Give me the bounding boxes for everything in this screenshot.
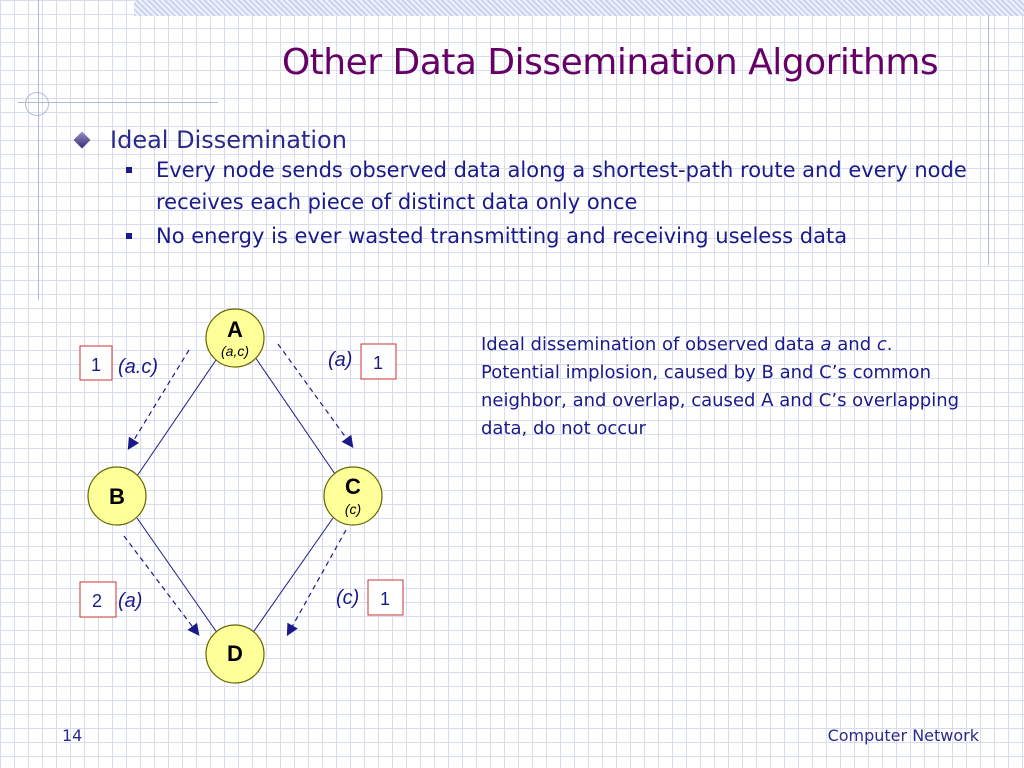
count-a-c: 1 [373,353,383,373]
count-a-b: 1 [91,355,101,375]
label-a-c: (a) [328,349,352,371]
caption-text-2: . Potential implosion, caused by B and C… [481,334,960,439]
bullet-item: Every node sends observed data along a s… [122,154,982,218]
bullet-heading: Ideal Dissemination [72,126,982,154]
node-a: A (a,c) [205,308,265,368]
square-bullet-icon [126,167,132,173]
node-b: B [87,466,147,526]
square-bullet-icon [126,233,132,239]
label-c-d: (c) [336,587,359,609]
node-b-label: B [109,484,125,509]
arrow-c-to-d [286,529,347,637]
bullet-item-text: No energy is ever wasted transmitting an… [156,224,848,248]
deco-vertical-line [38,0,39,300]
edge-a-b [136,356,219,477]
course-name: Computer Network [827,726,979,745]
bullet-item-text: Every node sends observed data along a s… [156,158,967,214]
bullet-item: No energy is ever wasted transmitting an… [122,220,982,252]
node-d: D [205,624,265,684]
count-b-d: 2 [92,591,102,611]
stippled-top-right-band [134,0,1024,16]
caption-var-a: a [820,334,832,355]
deco-horizontal-line [18,102,218,103]
node-d-label: D [227,641,243,666]
diagram-caption: Ideal dissemination of observed data a a… [481,331,961,443]
edge-a-c [254,356,336,475]
node-c-label: C [345,474,361,499]
bullet-heading-text: Ideal Dissemination [110,126,347,154]
count-c-d: 1 [380,589,390,609]
arrow-a-to-c [277,343,354,448]
count-box-a-b [79,345,113,381]
caption-var-c: c [876,334,887,355]
node-a-data: (a,c) [221,343,249,359]
arrow-a-to-b [127,349,190,451]
label-a-b: (a.c) [118,356,158,378]
node-a-label: A [227,317,243,342]
edge-b-d [136,517,219,635]
count-box-b-d [79,581,117,618]
caption-and: and [831,334,877,355]
deco-right-vertical-line [988,0,989,265]
edge-c-d [251,517,334,635]
arrow-b-to-d [123,535,200,636]
caption-text-1: Ideal dissemination of observed data [481,334,821,355]
node-c-data: (c) [345,501,361,517]
page-number: 14 [62,726,83,745]
count-box-c-d [367,579,404,616]
node-c: C (c) [323,466,383,526]
count-box-a-c [360,343,397,380]
slide-title: Other Data Dissemination Algorithms [281,42,939,83]
bullet-list: Ideal Dissemination Every node sends obs… [72,126,982,252]
label-b-d: (a) [118,590,142,612]
deco-corner-circle [25,92,49,116]
